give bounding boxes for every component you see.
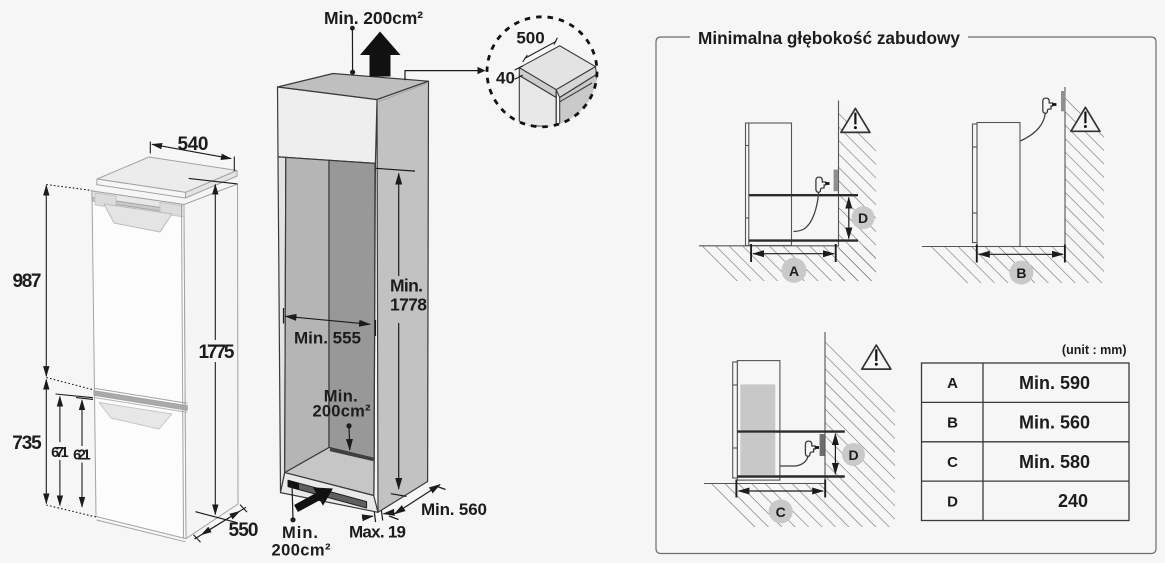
svg-text:500: 500	[516, 29, 544, 48]
svg-text:A: A	[789, 263, 799, 279]
svg-text:C: C	[947, 454, 958, 471]
svg-text:A: A	[947, 375, 958, 392]
svg-text:40: 40	[496, 69, 515, 88]
svg-text:B: B	[1016, 265, 1026, 281]
svg-text:1778: 1778	[390, 295, 427, 315]
svg-text:Max. 19: Max. 19	[349, 523, 406, 542]
svg-text:Min. 560: Min. 560	[1019, 412, 1090, 432]
svg-text:735: 735	[12, 433, 42, 454]
svg-text:Min. 200cm²: Min. 200cm²	[324, 8, 423, 28]
svg-text:200cm²: 200cm²	[313, 403, 372, 421]
svg-text:Min.: Min.	[390, 276, 423, 296]
svg-text:Min. 590: Min. 590	[1019, 373, 1090, 393]
svg-text:Min. 560: Min. 560	[421, 500, 487, 519]
svg-text:550: 550	[229, 520, 259, 541]
svg-text:1775: 1775	[199, 342, 235, 363]
svg-text:Min. 555: Min. 555	[294, 329, 361, 348]
svg-text:987: 987	[13, 271, 42, 292]
svg-text:(unit : mm): (unit : mm)	[1062, 343, 1127, 357]
svg-text:D: D	[848, 447, 858, 463]
svg-text:Minimalna głębokość zabudowy: Minimalna głębokość zabudowy	[698, 28, 960, 48]
svg-text:621: 621	[73, 448, 91, 464]
svg-text:Min. 580: Min. 580	[1019, 452, 1090, 472]
svg-text:Min.: Min.	[282, 524, 318, 542]
svg-text:D: D	[858, 210, 868, 226]
svg-text:671: 671	[51, 445, 69, 461]
svg-text:C: C	[776, 504, 786, 520]
svg-text:200cm²: 200cm²	[272, 542, 332, 560]
svg-text:240: 240	[1058, 491, 1088, 511]
svg-text:B: B	[947, 415, 958, 432]
svg-text:Min.: Min.	[324, 388, 358, 406]
svg-text:540: 540	[178, 134, 209, 155]
svg-text:D: D	[947, 493, 958, 510]
